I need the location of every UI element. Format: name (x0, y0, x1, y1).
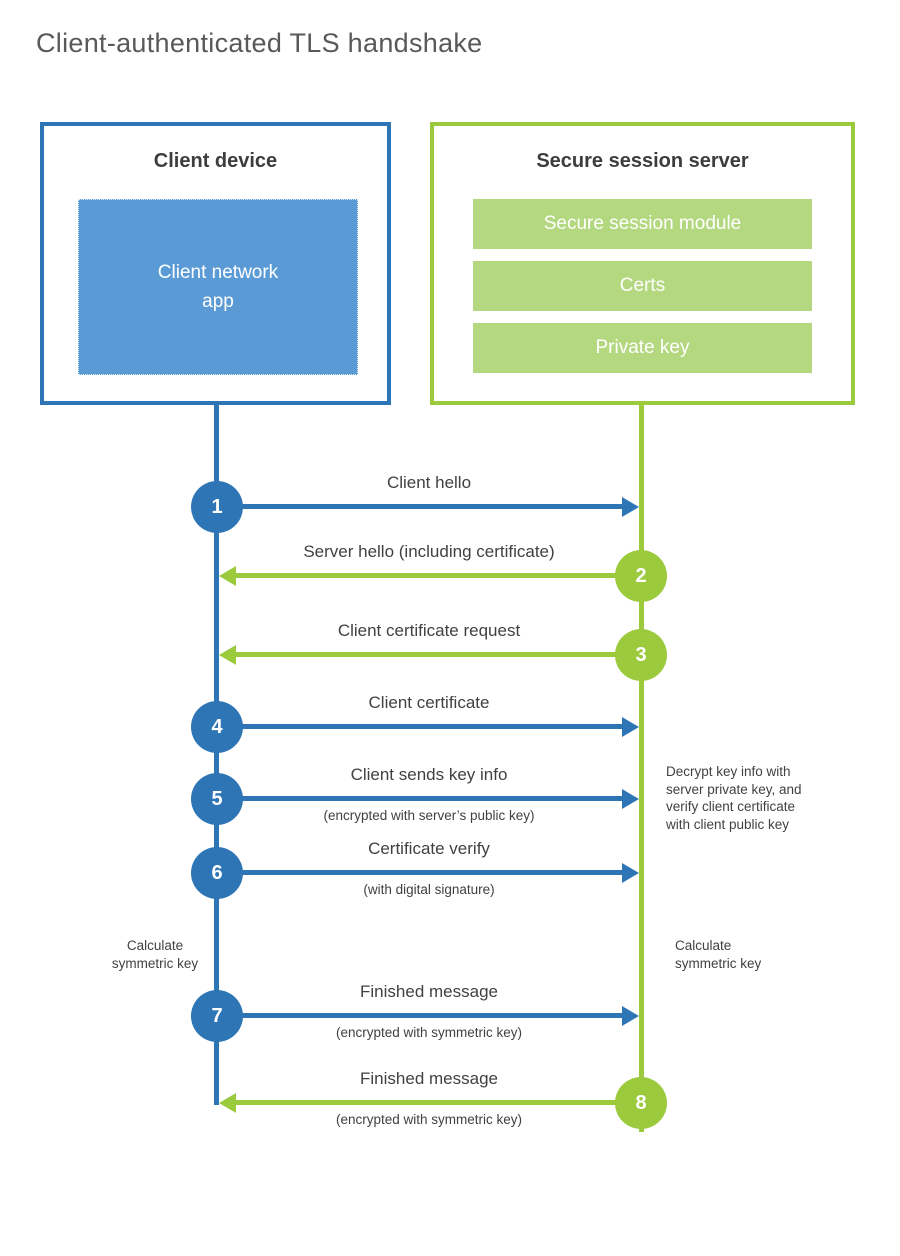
step-2-badge: 2 (615, 550, 667, 602)
arrowhead-right-icon (622, 1006, 639, 1026)
calc-note-line: symmetric key (111, 955, 199, 971)
arrowhead-left-icon (219, 566, 236, 586)
client-device-heading: Client device (153, 150, 278, 172)
secure-session-server-box: Secure session server Secure session mod… (430, 122, 855, 405)
client-app-label-line1: Client network (157, 262, 279, 283)
client-device-box: Client device Client network app (40, 122, 391, 405)
decrypt-note-line: Decrypt key info with (666, 764, 791, 779)
message-arrow (242, 504, 623, 509)
step-7-badge: 7 (191, 990, 243, 1042)
arrowhead-right-icon (622, 497, 639, 517)
message-sublabel: (with digital signature) (363, 882, 495, 897)
message-arrow (242, 796, 623, 801)
message-label: Client certificate request (337, 621, 521, 640)
step-8-badge: 8 (615, 1077, 667, 1129)
private-key-bar: Private key (473, 323, 812, 373)
message-label: Client certificate (368, 693, 490, 712)
secure-session-module-bar: Secure session module (473, 199, 812, 249)
calc-note-line: Calculate (126, 938, 184, 953)
message-arrow (242, 1013, 623, 1018)
step-1-badge: 1 (191, 481, 243, 533)
message-arrow (236, 1100, 616, 1105)
decrypt-note-line: server private key, and (666, 781, 802, 797)
server-heading: Secure session server (536, 150, 749, 172)
step-3-badge: 3 (615, 629, 667, 681)
message-label: Client sends key info (350, 765, 508, 784)
certs-bar: Certs (473, 261, 812, 311)
message-sublabel: (encrypted with server’s public key) (323, 808, 535, 823)
server-lifeline (639, 404, 644, 1132)
decrypt-note-line: verify client certificate (666, 799, 796, 814)
step-5-badge: 5 (191, 773, 243, 825)
message-sublabel: (encrypted with symmetric key) (335, 1112, 523, 1127)
message-label: Finished message (360, 982, 498, 1001)
client-network-app-box: Client network app (78, 199, 358, 375)
message-label: Certificate verify (368, 839, 490, 858)
calculate-symmetric-key-note-client: Calculate symmetric key (88, 937, 222, 972)
message-arrow (236, 652, 616, 657)
decrypt-key-note: Decrypt key info with server private key… (666, 763, 802, 833)
step-6-badge: 6 (191, 847, 243, 899)
page-title: Client-authenticated TLS handshake (36, 28, 483, 58)
decrypt-note-line: with client public key (666, 816, 790, 832)
message-arrow (242, 870, 623, 875)
client-lifeline (214, 404, 219, 1105)
arrowhead-left-icon (219, 1093, 236, 1113)
message-arrow (242, 724, 623, 729)
message-label: Finished message (360, 1069, 498, 1088)
arrowhead-right-icon (622, 863, 639, 883)
step-4-badge: 4 (191, 701, 243, 753)
arrowhead-right-icon (622, 717, 639, 737)
message-label: Client hello (386, 473, 472, 492)
calc-note-line: Calculate (675, 938, 732, 953)
message-sublabel: (encrypted with symmetric key) (335, 1025, 523, 1040)
message-arrow (236, 573, 616, 578)
arrowhead-left-icon (219, 645, 236, 665)
message-label: Server hello (including certificate) (303, 542, 555, 561)
calculate-symmetric-key-note-server: Calculate symmetric key (675, 937, 761, 972)
calc-note-line: symmetric key (675, 955, 762, 971)
arrowhead-right-icon (622, 789, 639, 809)
client-app-label-line2: app (202, 291, 234, 312)
